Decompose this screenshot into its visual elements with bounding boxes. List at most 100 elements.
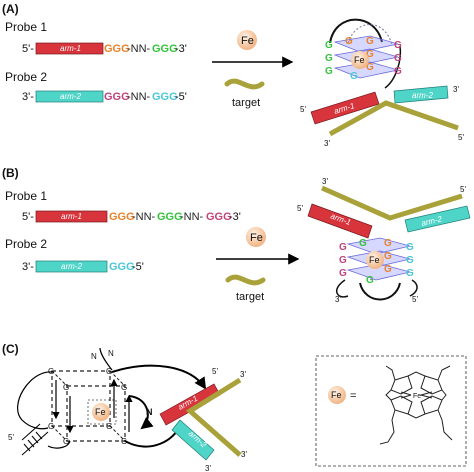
panel-a-g: G bbox=[325, 66, 333, 77]
panel-b-fe-ball bbox=[246, 227, 266, 247]
panel-b-complex-arm1 bbox=[307, 203, 373, 239]
panel-c-loop-top bbox=[111, 364, 207, 390]
panel-a-probe1-nn: -NN- bbox=[127, 43, 151, 55]
panel-a-complex-arm1 bbox=[310, 91, 380, 125]
panel-a-probe2-label: Probe 2 bbox=[5, 70, 47, 84]
panel-a-complex-arm2-label: arm-2 bbox=[412, 91, 433, 100]
panel-b-g: G bbox=[384, 264, 392, 275]
panel-c-tag: (C) bbox=[2, 342, 19, 356]
panel-b-g: G bbox=[339, 255, 347, 266]
panel-b-probe1-nn2: -NN- bbox=[180, 211, 204, 223]
panel-a-g: G bbox=[325, 40, 333, 51]
panel-a-probe2-arm bbox=[35, 90, 104, 103]
panel-a-complex-3a: 3' bbox=[453, 85, 459, 94]
panel-a-complex-fe: Fe bbox=[354, 55, 365, 65]
panel-b-probe1-5end: 5'- bbox=[22, 211, 34, 223]
panel-a-probe2-g1: GGG bbox=[104, 91, 130, 103]
panel-c-fe-box bbox=[87, 399, 117, 425]
panel-b-probe2-5end: -5' bbox=[132, 261, 144, 273]
panel-c-loop bbox=[99, 347, 113, 371]
panel-c-legend-fe: Fe bbox=[331, 390, 342, 400]
panel-c-stem bbox=[21, 423, 49, 456]
panel-b-probe2-arm bbox=[35, 260, 108, 273]
panel-b-target-label: target bbox=[236, 291, 264, 303]
panel-b-complex-arm2 bbox=[404, 205, 471, 233]
hemin-structure bbox=[379, 365, 453, 445]
panel-b-fe-label: Fe bbox=[250, 232, 263, 244]
panel-c-loop bbox=[128, 395, 154, 430]
panel-c-g: G bbox=[121, 383, 127, 392]
panel-b-g: G bbox=[406, 242, 414, 253]
panel-a-g: G bbox=[325, 53, 333, 64]
panel-c-arm2 bbox=[171, 419, 215, 461]
panel-b-probe1-arm bbox=[35, 210, 108, 223]
panel-b-complex: arm-1 arm-2 3' 5' 5' G G G G G G G G G G… bbox=[297, 177, 471, 304]
panel-c-tail bbox=[47, 440, 71, 449]
panel-a-complex-fe-ball bbox=[351, 51, 369, 69]
panel-b-probe1-arm-label: arm-1 bbox=[61, 212, 82, 221]
panel-c-quadruplex: Fe G G G G G G G G N N N 5' bbox=[8, 347, 247, 472]
panel-c-legend-box bbox=[315, 355, 467, 467]
panel-c-loop-left bbox=[17, 371, 53, 430]
panel-a-g: G bbox=[394, 53, 402, 64]
panel-b-probe2-label: Probe 2 bbox=[5, 237, 47, 251]
panel-c-5b: 5' bbox=[212, 367, 218, 376]
panel-b-g: G bbox=[359, 238, 367, 249]
panel-c-cube-edge bbox=[109, 370, 126, 387]
panel-b-probe2-arm-label: arm-2 bbox=[61, 262, 82, 271]
panel-a-probe1-5end: 5'- bbox=[22, 43, 34, 55]
panel-c-cube-front bbox=[66, 385, 126, 442]
panel-c-3b: 3' bbox=[241, 450, 247, 459]
panel-a-complex-5b: 5' bbox=[458, 133, 464, 142]
panel-a-probe2-g2: GGG bbox=[152, 91, 178, 103]
panel-a-g: G bbox=[345, 36, 353, 47]
panel-a-probe1-label: Probe 1 bbox=[5, 20, 47, 34]
panel-b-loop-bottom bbox=[359, 282, 401, 301]
panel-a-fe-label: Fe bbox=[241, 35, 254, 47]
panel-b-complex-target bbox=[320, 185, 463, 221]
panel-b-tag: (B) bbox=[2, 166, 19, 180]
panel-c-n2: N bbox=[108, 349, 114, 358]
panel-a-tag: (A) bbox=[2, 2, 19, 16]
panel-b-probe1-g2: GGG bbox=[157, 211, 183, 223]
panel-c-hemin-legend: Fe = Fe bbox=[315, 355, 467, 467]
panel-a-complex-5a: 5' bbox=[300, 105, 306, 114]
panel-a-probe1-g2: GGG bbox=[152, 43, 178, 55]
panel-b-g: G bbox=[406, 268, 414, 279]
panel-b-complex-fe-ball bbox=[366, 251, 384, 269]
panel-c-fe-ball bbox=[92, 403, 110, 421]
panel-a-g: G bbox=[366, 62, 374, 73]
panel-a-g: G bbox=[366, 49, 374, 60]
panel-a-probe2-5end: -5' bbox=[175, 91, 187, 103]
panel-a-g: G bbox=[366, 36, 374, 47]
panel-b-loop-left bbox=[335, 279, 349, 298]
panel-b-probe2-g1: GGG bbox=[109, 261, 135, 273]
panel-b-complex-5right: 5' bbox=[460, 185, 466, 194]
panel-a-probe1-g1: GGG bbox=[104, 43, 130, 55]
panel-b-target-strand bbox=[225, 274, 266, 286]
panel-c-cube-edge bbox=[51, 370, 68, 387]
panel-a-complex: G G G G G G G G G G G Fe arm-1 arm-2 5' … bbox=[300, 18, 464, 148]
hemin-fe: Fe bbox=[413, 393, 421, 400]
panel-a-probe2-nn: -NN- bbox=[127, 91, 151, 103]
panel-a-target-label: target bbox=[232, 97, 260, 109]
panel-b-g: G bbox=[366, 275, 374, 286]
panel-b-complex-3top: 3' bbox=[322, 177, 328, 186]
panel-b-probe1-nn1: -NN- bbox=[132, 211, 156, 223]
panel-c-g: G bbox=[63, 383, 69, 392]
panel-b-g: G bbox=[384, 251, 392, 262]
panel-a-target-strand bbox=[224, 78, 265, 90]
panel-a-fe-ball bbox=[237, 30, 257, 50]
panel-c-3c: 3' bbox=[205, 464, 211, 472]
panel-c-g: G bbox=[106, 367, 112, 376]
panel-a-loop-1 bbox=[329, 18, 383, 44]
panel-c-cube-edge bbox=[51, 425, 68, 442]
panel-a-g: G bbox=[350, 71, 358, 82]
panel-b-g: G bbox=[384, 238, 392, 249]
panel-a-complex-arm2 bbox=[393, 85, 449, 104]
panel-c-g: G bbox=[106, 422, 112, 431]
panel-b-quartet-1 bbox=[346, 237, 411, 255]
panel-b-complex-5bottom: 5' bbox=[412, 295, 418, 304]
panel-b-g: G bbox=[339, 268, 347, 279]
panel-b-loop-right bbox=[409, 279, 418, 297]
